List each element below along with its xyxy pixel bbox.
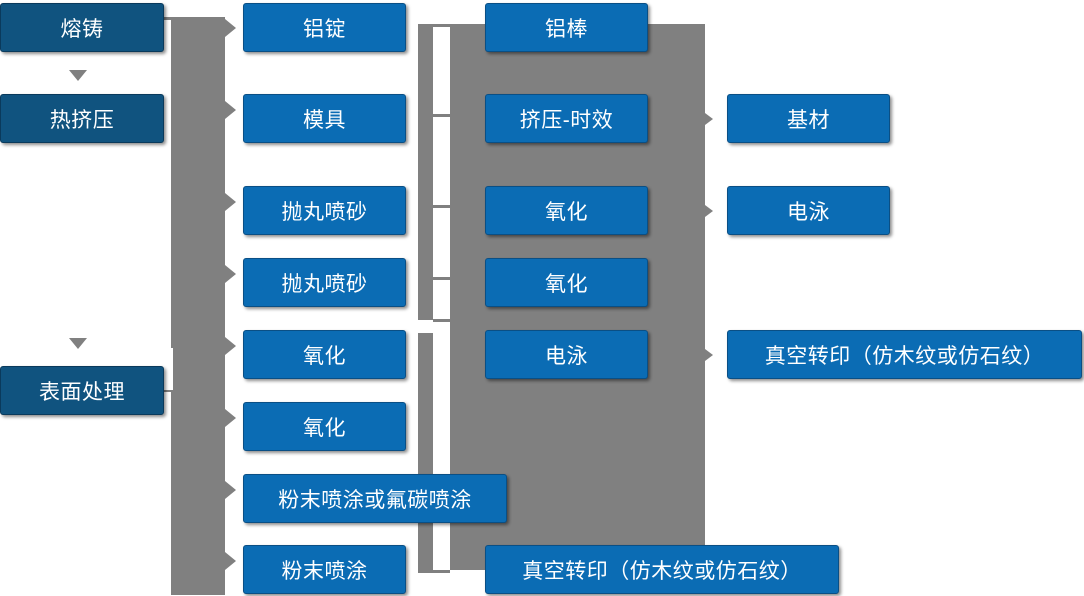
mid-rail-stub-3 xyxy=(433,205,450,208)
left-bus-arrow-4 xyxy=(225,265,236,283)
stage-label-melt-cast: 熔铸 xyxy=(60,17,104,41)
stage-box-surface-treatment[interactable]: 表面处理 xyxy=(0,366,164,415)
product-label-oxidation-1: 氧化 xyxy=(545,200,588,224)
process-label-oxidation-1: 氧化 xyxy=(303,344,346,368)
product-box-aluminum-bar[interactable]: 铝棒 xyxy=(485,3,648,52)
stage-box-hot-extrusion[interactable]: 热挤压 xyxy=(0,94,164,143)
product-label-vacuum-transfer: 真空转印（仿木纹或仿石纹） xyxy=(522,559,802,583)
mid-rail-segment-2 xyxy=(418,333,433,573)
product-box-electrophoresis[interactable]: 电泳 xyxy=(485,330,648,379)
mid-rail-stub-1 xyxy=(433,24,450,27)
process-box-oxidation-2[interactable]: 氧化 xyxy=(243,402,406,451)
product-box-oxidation-2[interactable]: 氧化 xyxy=(485,258,648,307)
result-box-electrophoresis[interactable]: 电泳 xyxy=(727,186,890,235)
process-box-aluminum-ingot[interactable]: 铝锭 xyxy=(243,3,406,52)
process-label-mold: 模具 xyxy=(303,108,346,132)
left-bus-down-arrow-2 xyxy=(69,338,87,349)
process-label-powder-coating: 粉末喷涂 xyxy=(281,559,368,583)
left-bus-arrow-7 xyxy=(225,481,236,499)
product-label-oxidation-2: 氧化 xyxy=(545,272,588,296)
process-box-shot-blast-2[interactable]: 抛丸喷砂 xyxy=(243,258,406,307)
mid-rail-segment-1 xyxy=(418,24,433,320)
stage-box-melt-cast[interactable]: 熔铸 xyxy=(0,3,164,52)
mid-rail-stub-4 xyxy=(433,277,450,280)
left-bus-arrow-2 xyxy=(225,101,236,119)
product-label-aluminum-bar: 铝棒 xyxy=(545,17,588,41)
result-box-base-material[interactable]: 基材 xyxy=(727,94,890,143)
result-label-vacuum-transfer: 真空转印（仿木纹或仿石纹） xyxy=(764,344,1045,368)
left-bus-arrow-1 xyxy=(225,19,236,37)
left-bus-down-arrow-1 xyxy=(69,70,87,81)
product-box-extrusion-aging[interactable]: 挤压-时效 xyxy=(485,94,648,143)
product-label-electrophoresis: 电泳 xyxy=(545,344,588,368)
stage-label-hot-extrusion: 热挤压 xyxy=(49,108,115,132)
left-bus-arrow-3 xyxy=(225,193,236,211)
left-bus-arrow-5 xyxy=(225,337,236,355)
result-arrow-vacuum-transfer xyxy=(705,349,713,361)
left-bus-stub-surface xyxy=(160,389,178,392)
process-label-powder-or-fluorocarbon: 粉末喷涂或氟碳喷涂 xyxy=(278,488,472,512)
result-box-vacuum-transfer[interactable]: 真空转印（仿木纹或仿石纹） xyxy=(727,330,1082,379)
process-box-powder-or-fluorocarbon[interactable]: 粉末喷涂或氟碳喷涂 xyxy=(243,474,507,523)
stage-label-surface-treatment: 表面处理 xyxy=(39,380,125,404)
process-box-mold[interactable]: 模具 xyxy=(243,94,406,143)
mid-rail-stub-2 xyxy=(433,114,450,117)
product-box-oxidation-1[interactable]: 氧化 xyxy=(485,186,648,235)
process-label-shot-blast-2: 抛丸喷砂 xyxy=(281,272,368,296)
product-box-vacuum-transfer[interactable]: 真空转印（仿木纹或仿石纹） xyxy=(485,545,839,594)
mid-rail-stub-6 xyxy=(433,570,450,573)
process-box-shot-blast-1[interactable]: 抛丸喷砂 xyxy=(243,186,406,235)
left-bus-stub-melt xyxy=(164,17,178,20)
process-label-oxidation-2: 氧化 xyxy=(303,416,346,440)
result-arrow-base-material xyxy=(705,113,713,125)
left-bus-white-notch xyxy=(164,348,173,390)
mid-rail-stub-5 xyxy=(433,319,450,322)
left-bus-arrow-8 xyxy=(225,552,236,570)
process-label-aluminum-ingot: 铝锭 xyxy=(303,17,346,41)
result-label-electrophoresis: 电泳 xyxy=(787,200,830,224)
result-arrow-electrophoresis xyxy=(705,205,713,217)
left-bus-arrow-6 xyxy=(225,409,236,427)
process-box-oxidation-1[interactable]: 氧化 xyxy=(243,330,406,379)
result-label-base-material: 基材 xyxy=(787,108,830,132)
product-label-extrusion-aging: 挤压-时效 xyxy=(519,108,614,132)
left-bus-vertical xyxy=(171,17,225,595)
process-label-shot-blast-1: 抛丸喷砂 xyxy=(281,200,368,224)
process-box-powder-coating[interactable]: 粉末喷涂 xyxy=(243,545,406,594)
